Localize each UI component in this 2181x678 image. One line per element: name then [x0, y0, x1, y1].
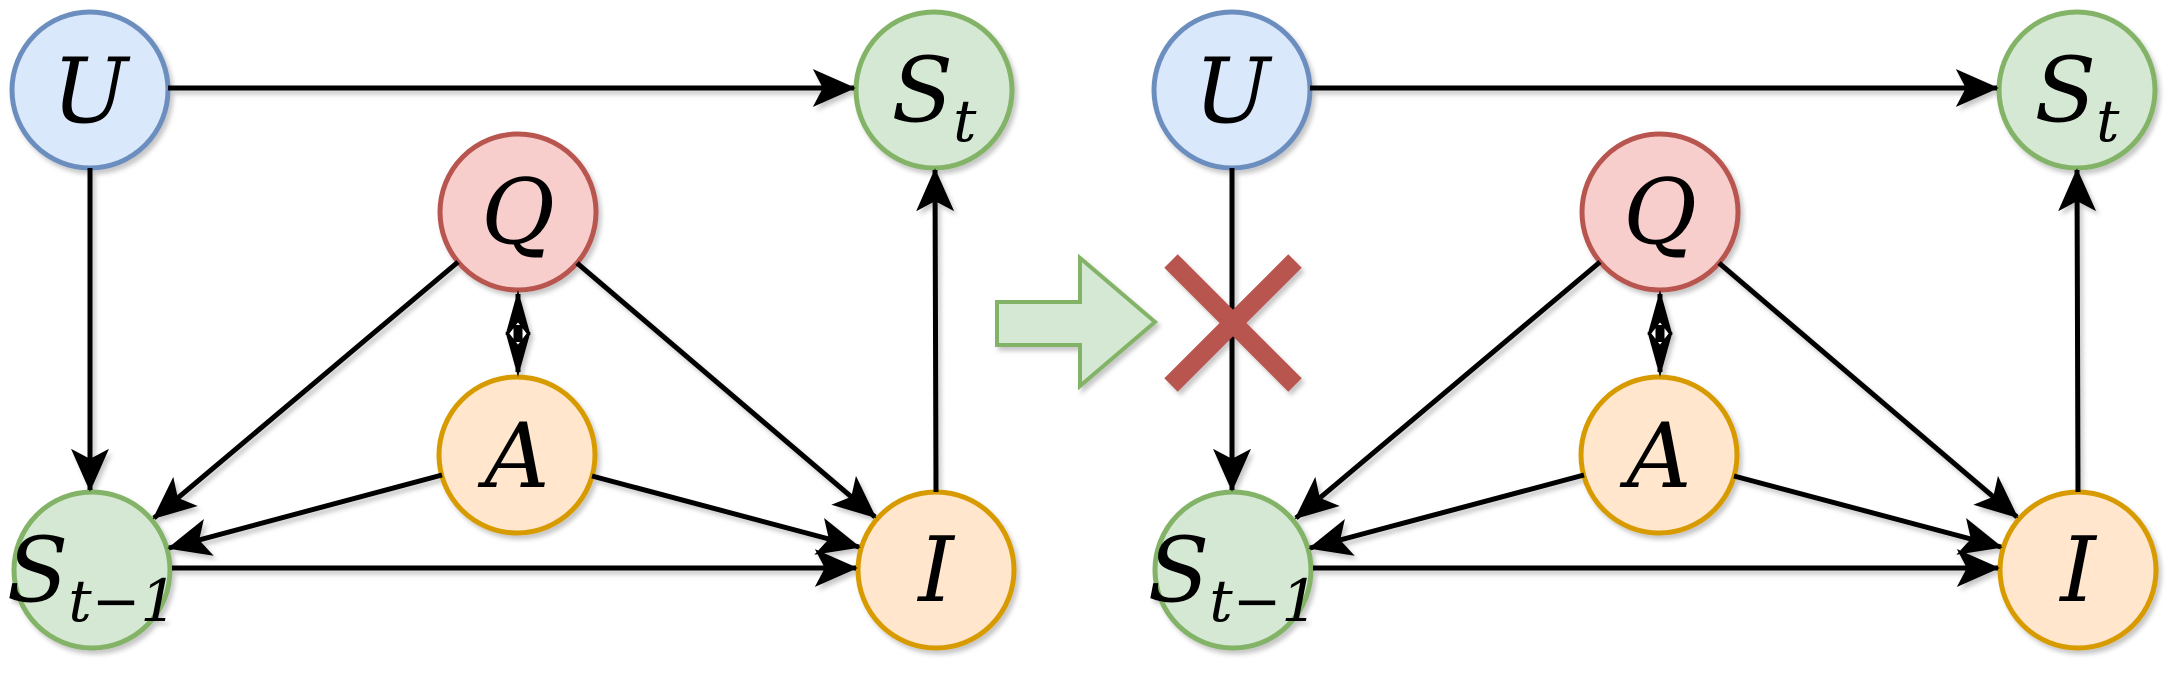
node-St-1-label: St−1 [1148, 518, 1318, 635]
node-St-label: St [892, 38, 978, 155]
edge-Q-to-I [1717, 261, 2019, 519]
node-Q-label: Q [481, 160, 555, 265]
node-A-label: A [1620, 404, 1692, 509]
edge-Q-to-St-1 [152, 260, 460, 520]
node-St-1-label: St−1 [7, 518, 177, 635]
node-St-1-label-sub: t−1 [68, 567, 177, 635]
node-I-label: I [916, 518, 955, 623]
node-St-label-main: S [2035, 38, 2097, 143]
node-St-1 [11, 489, 173, 651]
arrowhead-up-icon [1647, 290, 1673, 335]
node-U-label: U [52, 39, 131, 144]
edge-A-to-St-1 [167, 472, 443, 556]
edge-A-to-St-1 [1308, 472, 1585, 556]
edge-Q-A-bidirectional [505, 290, 531, 377]
transition-arrow-icon [995, 253, 1159, 391]
node-A [1578, 374, 1740, 536]
node-St-label-sub: t [953, 87, 977, 155]
edge-A-to-I [591, 473, 861, 555]
node-St [853, 9, 1015, 171]
node-St-1-label-sub: t−1 [1209, 567, 1318, 635]
edge-A-to-I [1733, 473, 2003, 555]
arrowhead-up-icon [505, 290, 531, 335]
graph-panel-after: U St Q A St−1 I [1148, 9, 2159, 651]
node-A [436, 374, 598, 536]
node-St [1996, 9, 2158, 171]
node-St-label-sub: t [2096, 87, 2120, 155]
graph-panel-before: U St Q A St−1 I [7, 9, 1017, 651]
node-A-label: A [478, 404, 550, 509]
edge-I-to-St [916, 168, 955, 493]
edge-Q-to-St-1 [1294, 260, 1602, 520]
edge-Q-to-I [575, 261, 877, 519]
removed-edge-cross-icon [1164, 254, 1302, 392]
arrowhead-down-icon [505, 332, 531, 377]
node-St-1 [1152, 489, 1314, 651]
arrowhead-down-icon [1647, 332, 1673, 377]
node-St-label-main: S [892, 38, 954, 143]
edge-Q-A-bidirectional [1647, 290, 1673, 377]
node-I-label: I [2058, 518, 2097, 623]
node-St-1-label-main: S [1148, 518, 1210, 623]
node-St-label: St [2035, 38, 2121, 155]
edge-I-to-St [2058, 168, 2097, 493]
node-U-label: U [1194, 39, 1273, 144]
node-St-1-label-main: S [7, 518, 69, 623]
node-Q-label: Q [1623, 160, 1697, 265]
